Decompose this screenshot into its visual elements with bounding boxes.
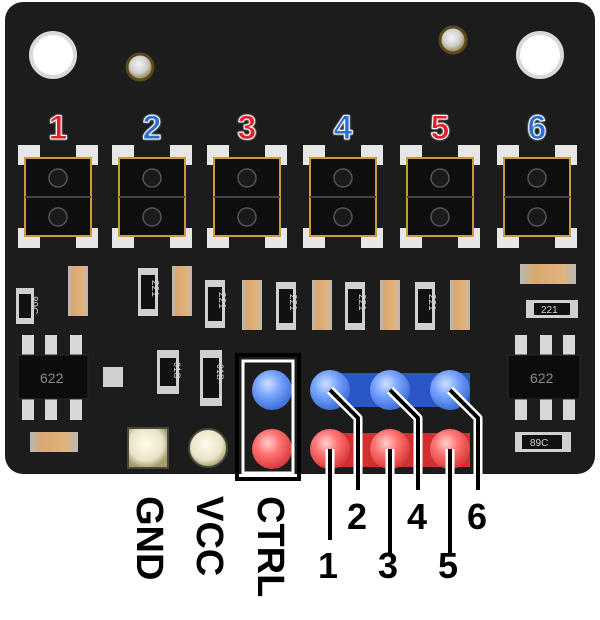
capacitor-3 [242, 280, 262, 330]
component-mid-1: 01C [157, 350, 182, 394]
sensor-1 [18, 145, 98, 248]
sensor-label-2: 2 [142, 109, 162, 148]
pin-label-5: 5 [437, 545, 459, 586]
pin-label-2: 2 [346, 496, 368, 537]
ctrl-label: CTRL [249, 496, 291, 598]
sensor-label-6: 6 [527, 109, 547, 148]
ic-right: 622 [507, 335, 581, 420]
resistor-8-marking: 221 [426, 294, 437, 311]
leader-lines [325, 386, 483, 555]
gnd-pad [127, 427, 169, 469]
sensor-3 [207, 145, 287, 248]
resistor-0: 221 [138, 268, 160, 316]
resistor-right-bottom-body [522, 435, 562, 449]
capacitor-5 [312, 280, 332, 330]
resistor-0-marking: 221 [149, 280, 160, 297]
ctrl-box [235, 353, 301, 481]
sensor-row [18, 145, 577, 248]
sensor-6 [497, 145, 577, 248]
pin-label-4: 4 [406, 496, 428, 537]
capacitor-left-1 [68, 266, 88, 316]
ic-left: 622 [17, 335, 89, 420]
capacitor-7 [380, 280, 400, 330]
mounting-hole-right [516, 31, 564, 79]
ctrl-box-inner [241, 359, 295, 475]
component-mid-2-marking: 01B [215, 364, 225, 380]
component-small-1 [103, 367, 123, 387]
sensor-label-1: 1 [48, 109, 68, 148]
resistor-row: 221 221 221 221 221 [138, 266, 470, 330]
capacitor-right-top [520, 264, 576, 284]
resistor-big-left-marking: 89C [28, 296, 39, 314]
ic-left-marking: 622 [40, 370, 64, 386]
gnd-label: GND [128, 496, 170, 581]
component-mid-1-marking: 01C [172, 362, 182, 379]
pin-label-3: 3 [377, 545, 399, 586]
sensor-5 [400, 145, 480, 248]
resistor-right-horizontal: 221 [526, 300, 578, 318]
resistor-8: 221 [415, 282, 437, 330]
component-mid-2: 01B [200, 350, 225, 406]
via-pad-right [438, 25, 468, 55]
sensor-label-3: 3 [237, 109, 257, 148]
capacitor-1 [172, 266, 192, 316]
resistor-big-left: 89C [16, 288, 39, 324]
ic-right-marking: 622 [530, 370, 554, 386]
pcb-board [5, 2, 595, 474]
resistor-4-marking: 221 [287, 294, 298, 311]
via-pad-left [125, 52, 155, 82]
vcc-pad [188, 428, 228, 468]
ctrl-pin-blue [252, 370, 292, 410]
resistor-2: 221 [205, 280, 227, 328]
resistor-4: 221 [276, 282, 298, 330]
capacitor-9 [450, 280, 470, 330]
resistor-6: 221 [345, 282, 367, 330]
resistor-6-marking: 221 [356, 294, 367, 311]
resistor-right-bottom-marking: 89C [530, 438, 548, 449]
sensor-2 [112, 145, 192, 248]
sensor-label-4: 4 [333, 109, 353, 148]
pin-label-1: 1 [317, 545, 339, 586]
pin-label-6: 6 [466, 496, 488, 537]
sensor-4 [303, 145, 383, 248]
resistor-right-horizontal-marking: 221 [541, 305, 558, 316]
ctrl-pin-red [252, 429, 292, 469]
vcc-label: VCC [188, 496, 230, 577]
resistor-2-marking: 221 [216, 292, 227, 309]
sensor-label-5: 5 [430, 109, 450, 148]
capacitor-left-bottom [30, 432, 78, 452]
mounting-hole-left [29, 31, 77, 79]
